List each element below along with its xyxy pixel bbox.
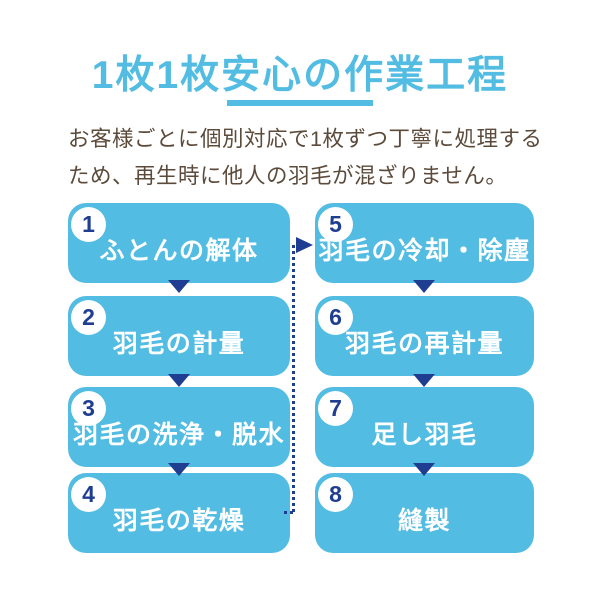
step-box-5: 5 羽毛の冷却・除塵 xyxy=(315,203,534,283)
right-arrow-icon xyxy=(296,237,313,253)
step-label-3: 羽毛の洗浄・脱水 xyxy=(72,421,285,449)
intro-description: お客様ごとに個別対応で1枚ずつ丁寧に処理する ため、再生時に他人の羽毛が混ざりま… xyxy=(68,121,546,195)
step-box-1: 1 ふとんの解体 xyxy=(68,203,290,283)
dotted-connector-horizontal xyxy=(284,511,294,514)
down-arrow-icon xyxy=(413,374,435,387)
down-arrow-icon xyxy=(168,463,190,476)
step-number-badge-3: 3 xyxy=(71,391,106,426)
step-box-4: 4 羽毛の乾燥 xyxy=(68,473,290,553)
down-arrow-icon xyxy=(168,280,190,293)
title-underline-divider xyxy=(227,100,373,106)
step-label-1: ふとんの解体 xyxy=(99,237,259,265)
step-box-6: 6 羽毛の再計量 xyxy=(315,296,534,376)
step-label-4: 羽毛の乾燥 xyxy=(112,507,246,535)
step-label-7: 足し羽毛 xyxy=(371,421,478,449)
step-box-2: 2 羽毛の計量 xyxy=(68,296,290,376)
step-box-8: 8 縫製 xyxy=(315,473,534,553)
description-line-1: お客様ごとに個別対応で1枚ずつ丁寧に処理する xyxy=(68,127,543,151)
step-label-5: 羽毛の冷却・除塵 xyxy=(318,237,531,265)
step-number-badge-1: 1 xyxy=(71,207,106,242)
dotted-connector-vertical xyxy=(292,245,295,513)
description-line-2: ため、再生時に他人の羽毛が混ざりません。 xyxy=(68,164,508,188)
down-arrow-icon xyxy=(168,374,190,387)
step-number-badge-8: 8 xyxy=(318,477,353,512)
step-box-3: 3 羽毛の洗浄・脱水 xyxy=(68,387,290,467)
step-number-badge-5: 5 xyxy=(318,207,353,242)
down-arrow-icon xyxy=(413,463,435,476)
step-label-8: 縫製 xyxy=(397,507,451,535)
down-arrow-icon xyxy=(413,280,435,293)
step-label-6: 羽毛の再計量 xyxy=(344,330,504,358)
step-number-badge-6: 6 xyxy=(318,300,353,335)
step-number-badge-4: 4 xyxy=(71,477,106,512)
step-number-badge-2: 2 xyxy=(71,300,106,335)
step-label-2: 羽毛の計量 xyxy=(112,330,246,358)
page-title: 1枚1枚安心の作業工程 xyxy=(91,54,509,97)
step-number-badge-7: 7 xyxy=(318,391,353,426)
step-box-7: 7 足し羽毛 xyxy=(315,387,534,467)
